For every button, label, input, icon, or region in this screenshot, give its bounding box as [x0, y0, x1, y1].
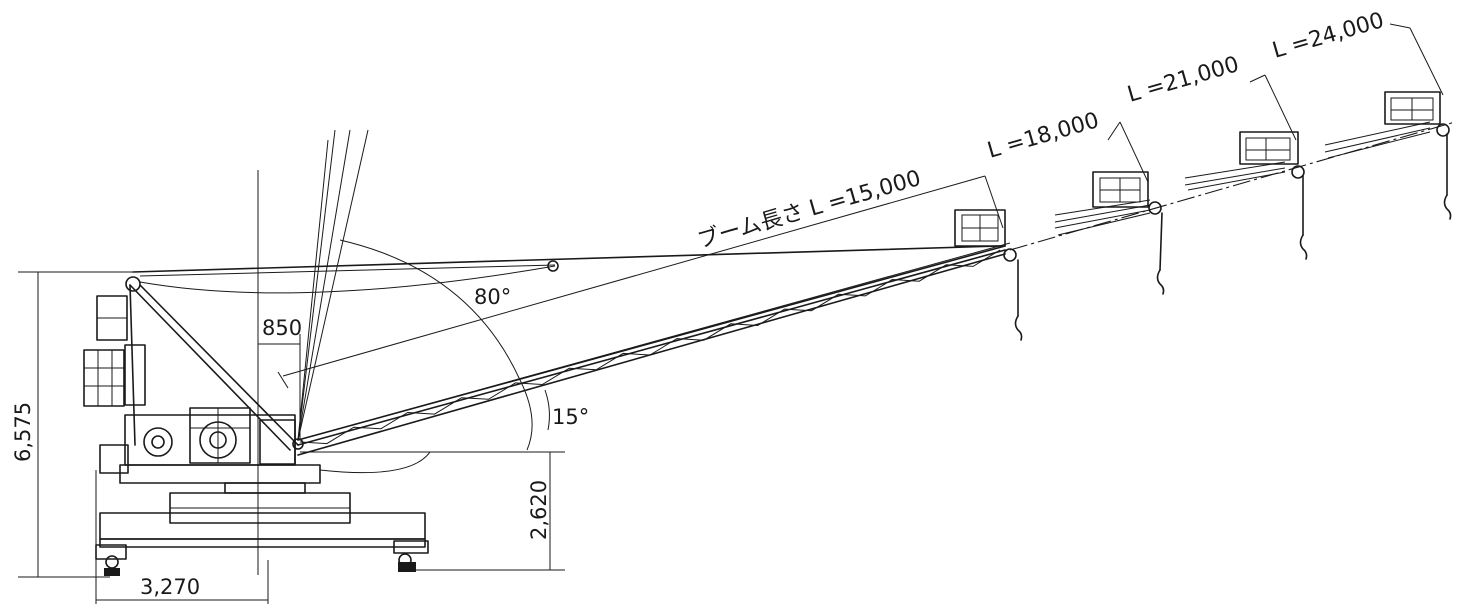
min-angle-label: 15°: [552, 405, 589, 429]
crane-body: [83, 245, 1001, 576]
boom-extensions: [954, 91, 1456, 341]
tip-sheave-15000: [954, 209, 1023, 341]
angle-arcs: [297, 129, 550, 474]
dimension-lines: [18, 23, 1444, 604]
overall-height-label: 6,575: [11, 402, 35, 462]
boom-foot-height-label: 2,620: [527, 480, 551, 540]
labels: ブーム長さ L =15,000 L =18,000 L =21,000 L =2…: [11, 8, 1387, 599]
tip-sheave-18000: [1054, 171, 1165, 295]
max-angle-label: 80°: [474, 285, 511, 309]
tip-sheave-24000: [1324, 91, 1452, 220]
extension-label-18000: L =18,000: [985, 108, 1102, 164]
extension-label-21000: L =21,000: [1125, 52, 1242, 108]
pivot-offset-label: 850: [262, 316, 302, 340]
tip-sheave-21000: [1184, 131, 1308, 260]
lattice-boom: [292, 242, 1011, 456]
boom-length-label: ブーム長さ L =15,000: [695, 166, 924, 254]
track-width-label: 3,270: [140, 575, 200, 599]
extension-label-24000: L =24,000: [1270, 8, 1387, 64]
